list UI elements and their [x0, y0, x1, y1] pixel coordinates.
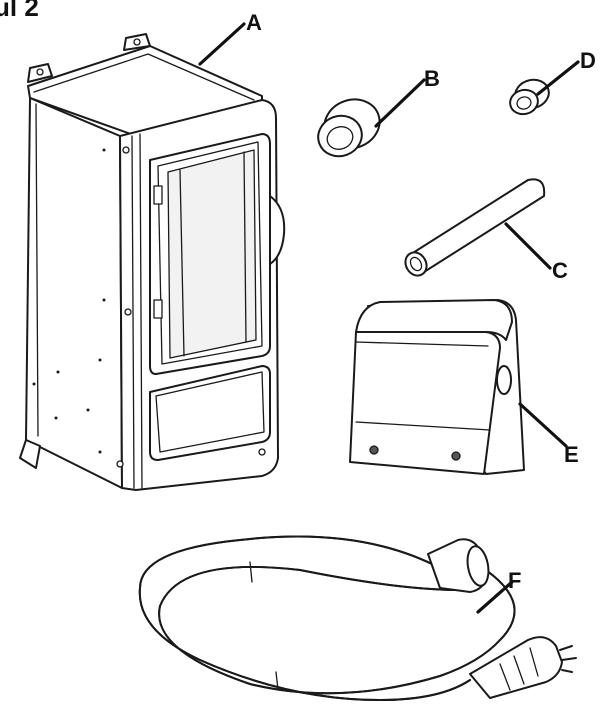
callout-label-b: B — [424, 66, 440, 91]
header-fragment: ul 2 — [0, 0, 39, 22]
leader-line-a — [198, 22, 246, 66]
callout-label-c: C — [552, 258, 568, 283]
callout-label-f: F — [508, 568, 521, 593]
enclosure-box-icon — [19, 33, 286, 491]
leader-line-e — [518, 402, 568, 448]
cover-housing-icon — [349, 299, 525, 475]
large-bushing-icon — [317, 98, 381, 158]
leader-line-b — [374, 78, 426, 128]
leader-line-f — [476, 580, 514, 614]
leader-line-d — [536, 60, 580, 96]
small-bushing-icon — [509, 78, 550, 116]
callout-label-a: A — [246, 10, 262, 35]
callout-label-e: E — [564, 442, 579, 467]
power-cord-icon — [138, 535, 577, 701]
callout-label-d: D — [580, 48, 596, 73]
leader-line-c — [504, 222, 552, 270]
tube-icon — [404, 178, 546, 277]
